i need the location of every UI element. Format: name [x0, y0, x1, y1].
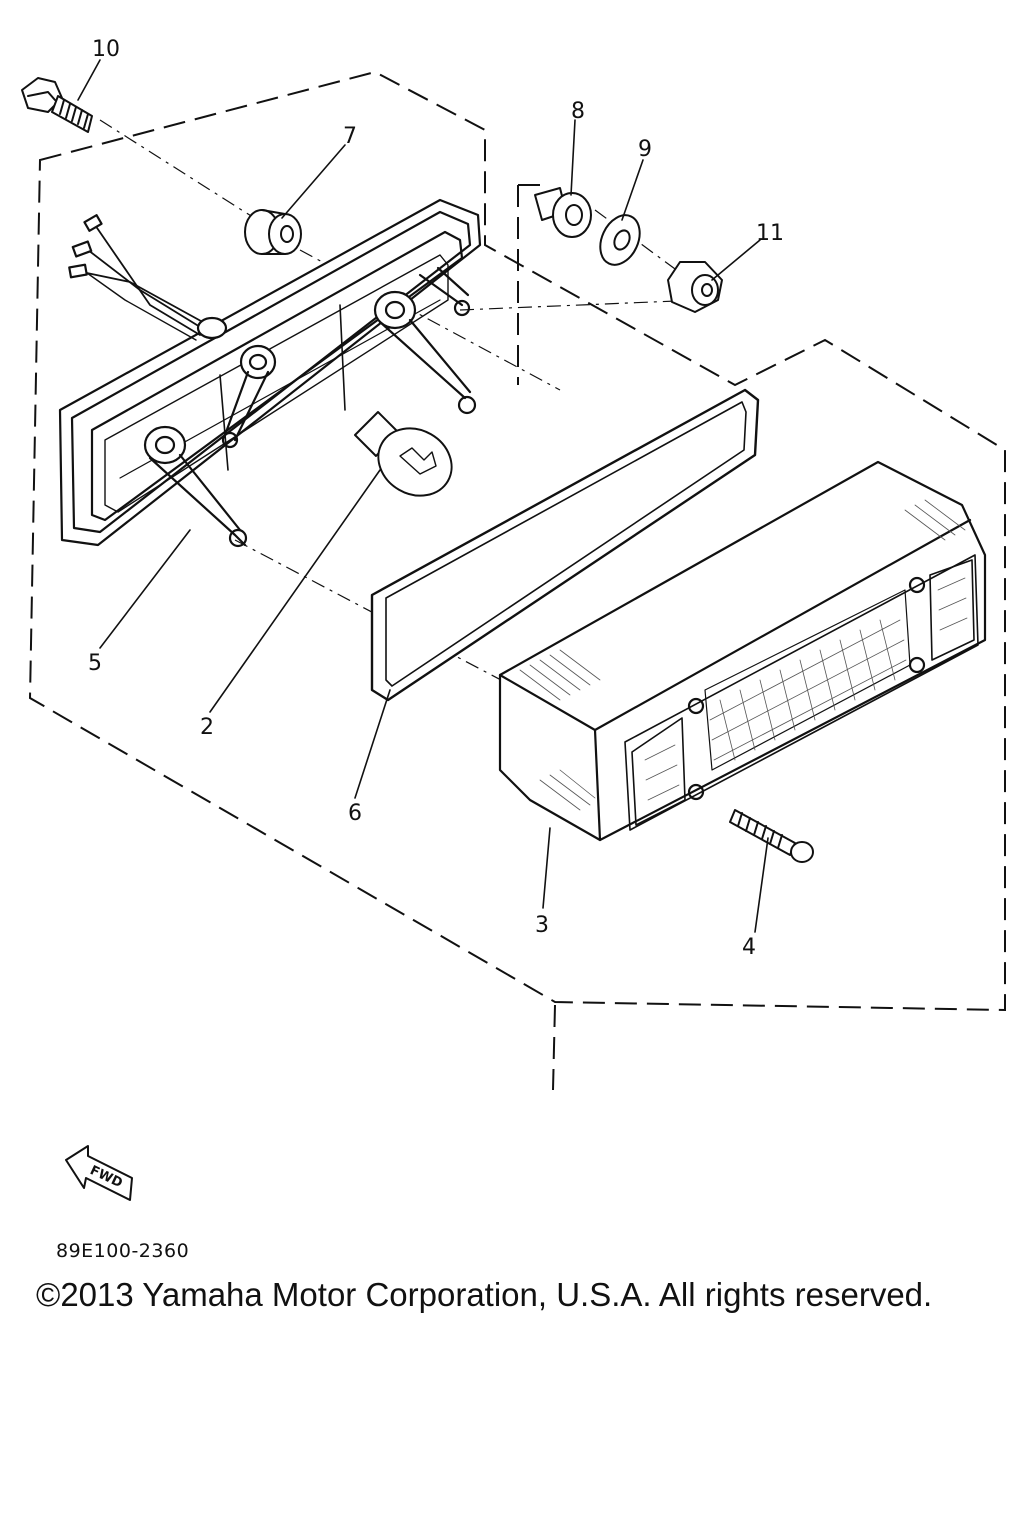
grommet-part-7: [244, 209, 302, 255]
nut-part-11: [667, 261, 723, 313]
copyright-notice: ©2013 Yamaha Motor Corporation, U.S.A. A…: [36, 1276, 933, 1313]
leader-lines: [77, 59, 769, 933]
bolt-part-10: [21, 77, 93, 133]
callout-10: 10: [92, 37, 120, 62]
callout-3: 3: [535, 913, 549, 938]
callout-9: 9: [638, 137, 652, 162]
callout-numbers: 10 7 8 9 11 5 2 6 3 4: [88, 37, 784, 960]
callout-7: 7: [343, 124, 357, 149]
lens-part-3: [498, 460, 987, 842]
screw-part-4: [729, 809, 814, 863]
gasket-part-6: [370, 388, 760, 702]
callout-6: 6: [348, 801, 362, 826]
forward-arrow-icon: FWD: [65, 1145, 133, 1201]
part-code: 89E100-2360: [56, 1240, 190, 1262]
bulb-part-2: [354, 411, 453, 497]
washer-part-9: [599, 214, 641, 266]
callout-5: 5: [88, 651, 102, 676]
lamp-housing-part-5: [58, 198, 482, 548]
callout-11: 11: [756, 221, 784, 246]
callout-4: 4: [742, 935, 756, 960]
assembly-boundary: [28, 70, 1006, 1091]
callout-8: 8: [571, 99, 585, 124]
collar-part-8: [534, 187, 592, 238]
callout-2: 2: [200, 715, 214, 740]
